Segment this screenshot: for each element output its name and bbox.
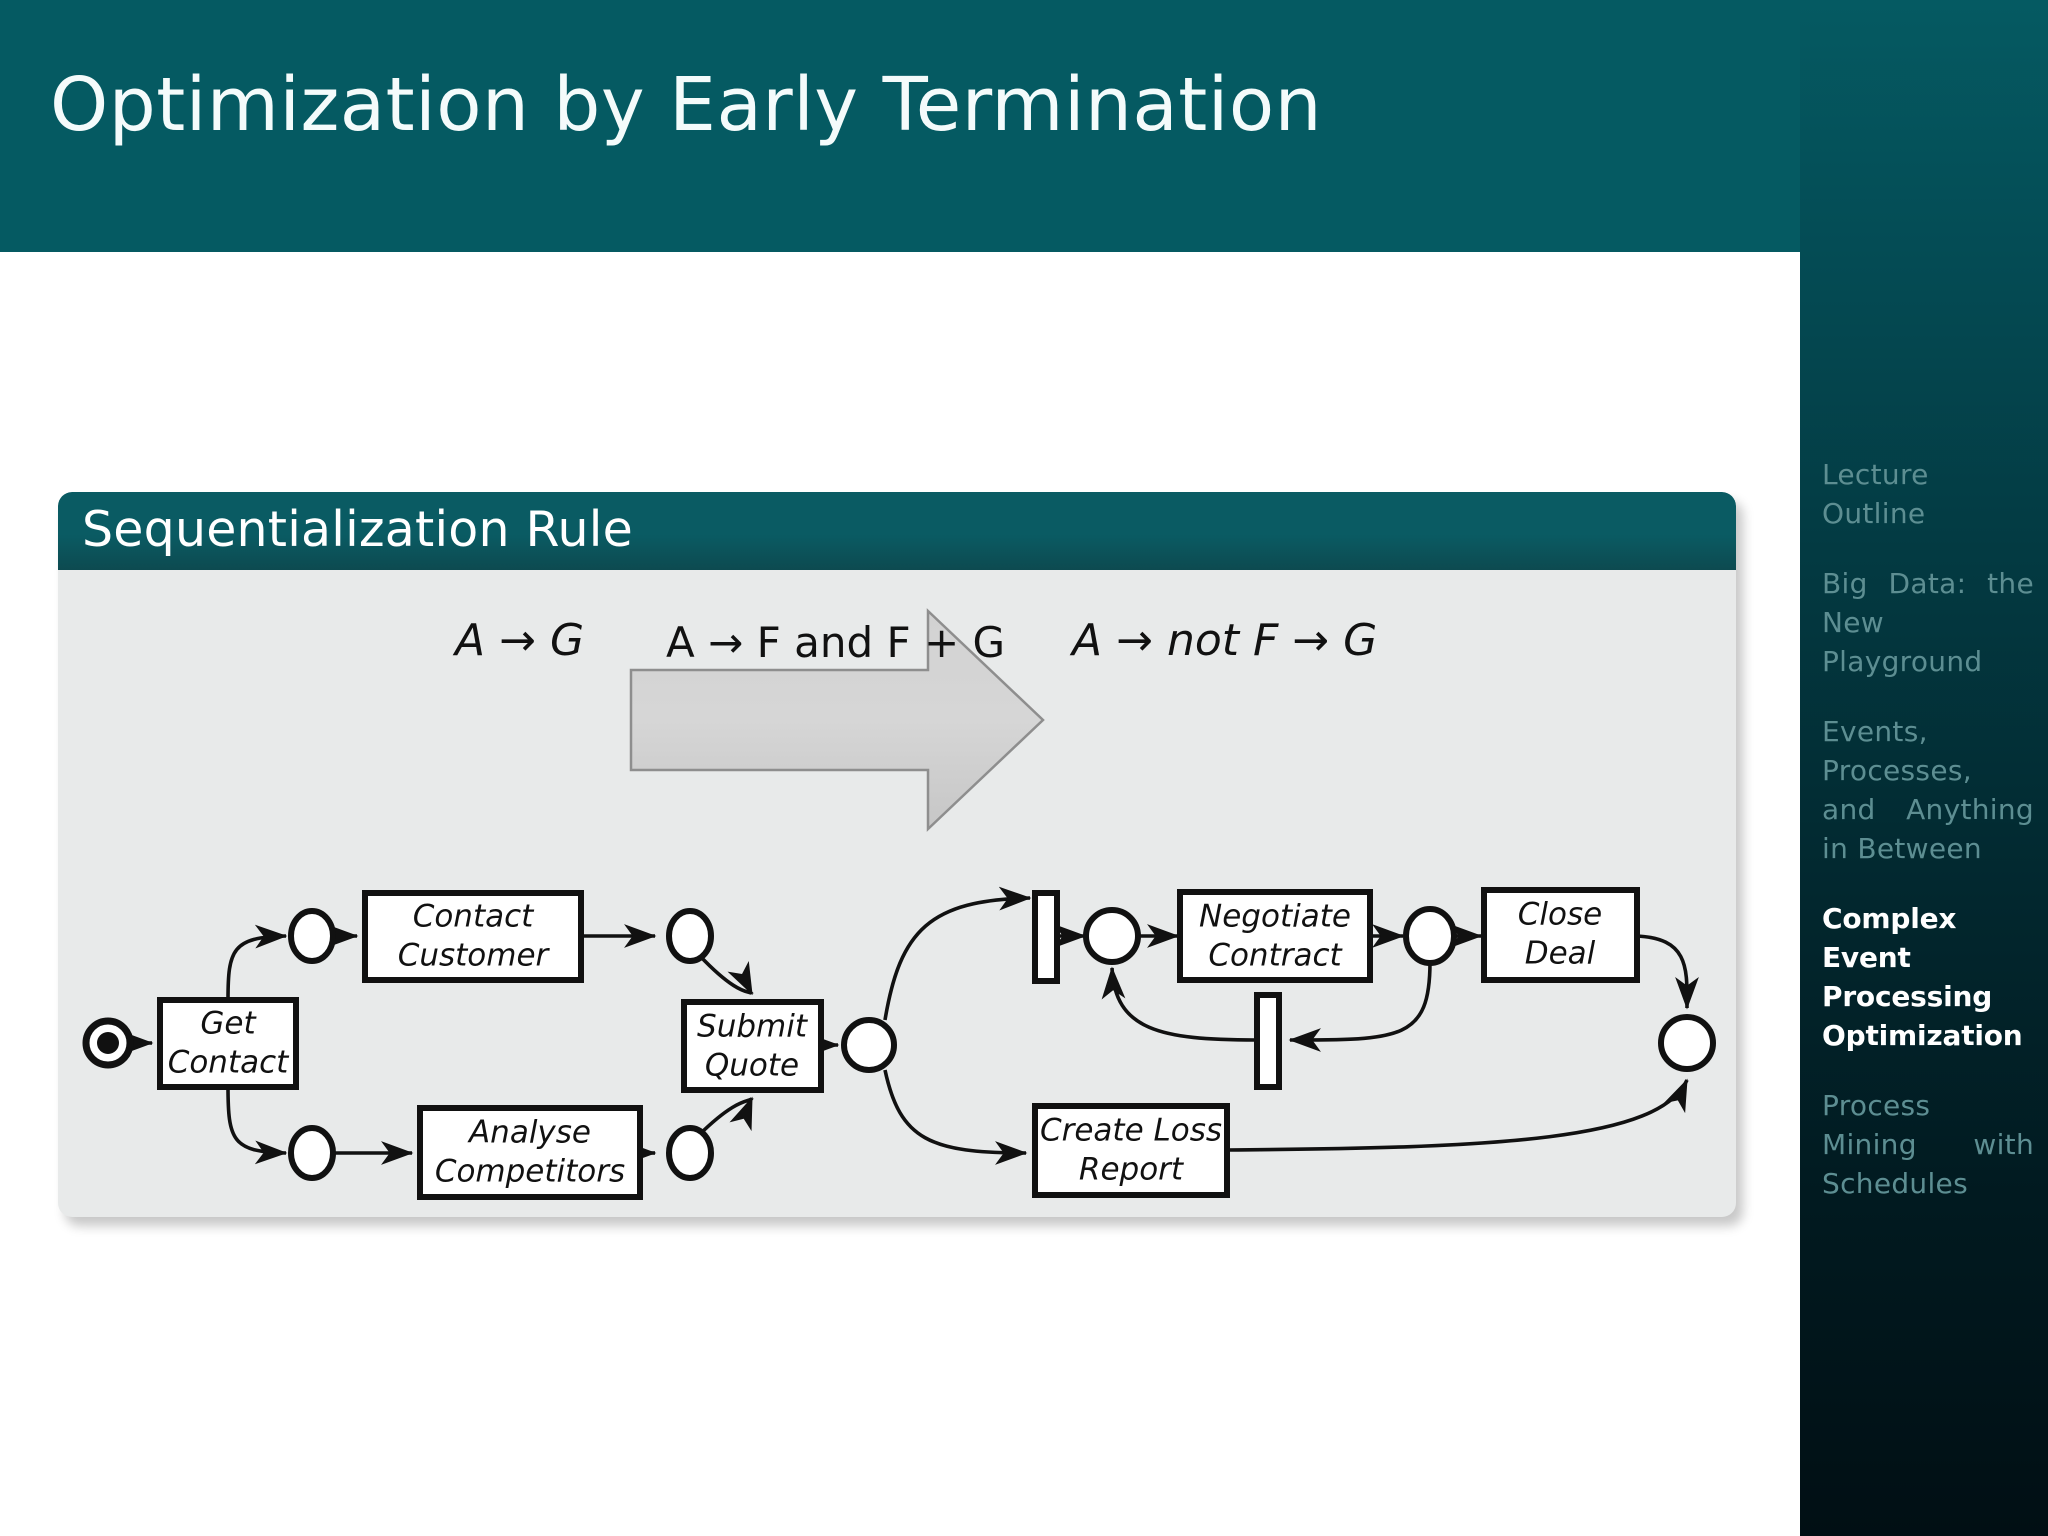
task-analyse-competitors-label-line2: Competitors — [435, 1154, 625, 1190]
sidebar-item-lecture-outline[interactable]: Lecture Outline — [1822, 458, 1929, 530]
place-after-analyse-competitors — [666, 1125, 714, 1181]
arc-create-loss-report-to-end-place — [1226, 1078, 1689, 1152]
end-place — [1658, 1014, 1716, 1072]
task-submit-quote-label-line2: Quote — [705, 1048, 799, 1084]
task-contact-customer[interactable] — [362, 890, 584, 983]
arc-get-contact-to-top-place — [226, 924, 288, 1001]
arc-close-deal-to-end-place — [1635, 934, 1699, 1010]
sidebar-item-big-data[interactable]: Big Data: the New Playground — [1822, 567, 2034, 678]
sidebar-item-complex-event-processing[interactable]: Complex Event Processing Optimization — [1822, 902, 2023, 1052]
task-get-contact-label-line2: Contact — [168, 1045, 290, 1081]
block-title-bar: Sequentialization Rule — [58, 492, 1736, 570]
rule-right-hand-side: A → not F → G — [1072, 615, 1378, 666]
sidebar-navigation: Lecture Outline Big Data: the New Playgr… — [1800, 0, 2048, 1536]
task-group: Get Contact Contact Customer Analyse Com… — [157, 887, 1640, 1200]
task-negotiate-contract-label-line1: Negotiate — [1199, 899, 1351, 935]
place-after-negotiate — [1403, 906, 1457, 966]
transition-enter-negotiation — [1032, 890, 1060, 984]
arc-place-to-submit-quote-bottom — [698, 1096, 754, 1136]
place-group — [82, 906, 1716, 1181]
task-get-contact[interactable] — [157, 997, 299, 1090]
arc-get-contact-to-bottom-place — [226, 1085, 288, 1165]
task-create-loss-report-label-line1: Create Loss — [1040, 1113, 1222, 1149]
transition-loop-back — [1254, 992, 1282, 1090]
arc-loop-transition-to-place — [1101, 966, 1257, 1042]
task-close-deal-label-line1: Close — [1518, 897, 1602, 933]
task-create-loss-report-label-line2: Report — [1079, 1152, 1185, 1188]
sidebar-item-events-processes[interactable]: Events, Processes, and Anything in Betwe… — [1822, 715, 2034, 865]
task-create-loss-report[interactable] — [1032, 1103, 1230, 1198]
task-submit-quote-label-line1: Submit — [697, 1009, 809, 1045]
arc-place-to-create-loss-report — [883, 1069, 1028, 1165]
transformation-arrow-icon — [629, 608, 1045, 832]
rule-arrow-label: A → F and F + G — [666, 618, 1006, 667]
rule-left-hand-side: A → G — [455, 615, 585, 666]
task-get-contact-label-line1: Get — [200, 1006, 257, 1042]
task-contact-customer-label-line1: Contact — [413, 899, 535, 935]
transition-group — [1032, 890, 1282, 1090]
task-negotiate-contract[interactable] — [1177, 889, 1373, 983]
place-after-split-top — [288, 908, 336, 964]
task-close-deal[interactable] — [1481, 887, 1640, 983]
sequentialization-rule-block: Sequentialization Rule — [58, 492, 1736, 1217]
task-submit-quote[interactable] — [681, 999, 824, 1093]
start-place-token — [97, 1032, 119, 1054]
slide-header: Optimization by Early Termination — [0, 0, 1800, 252]
task-analyse-competitors-label-line1: Analyse — [467, 1115, 591, 1151]
place-before-negotiate — [1083, 907, 1141, 965]
task-negotiate-contract-label-line2: Contract — [1208, 938, 1343, 974]
task-contact-customer-label-line2: Customer — [398, 938, 551, 974]
place-after-submit-quote — [841, 1017, 897, 1073]
arc-place-to-loop-transition — [1288, 961, 1432, 1052]
arc-group — [121, 886, 1699, 1165]
place-after-split-bottom — [288, 1125, 336, 1181]
task-close-deal-label-line2: Deal — [1525, 936, 1596, 972]
place-after-contact-customer — [666, 908, 714, 964]
block-title: Sequentialization Rule — [82, 501, 633, 558]
arc-place-to-submit-quote-top — [698, 954, 754, 996]
sidebar-item-process-mining[interactable]: Process Mining with Schedules — [1822, 1089, 2034, 1200]
page-title: Optimization by Early Termination — [50, 62, 1323, 148]
arc-place-to-transition-enter — [883, 886, 1032, 1021]
task-analyse-competitors[interactable] — [417, 1105, 643, 1200]
